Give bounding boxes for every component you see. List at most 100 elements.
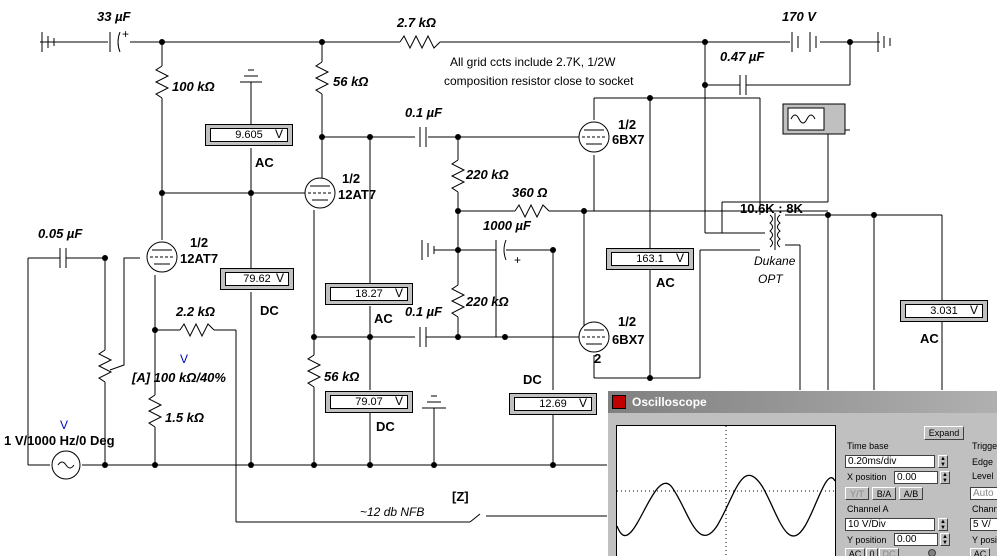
res-360-label: 360 Ω — [512, 185, 548, 200]
xpos-label: X position — [847, 472, 887, 482]
cap-0.1uF-top-label: 0.1 µF — [405, 105, 443, 120]
plus-sign-icon-2: + — [514, 253, 522, 267]
meter-7-mode: AC — [920, 331, 939, 346]
meter-4-unit: V — [394, 394, 403, 408]
tube-bot-name: 6BX7 — [612, 332, 645, 347]
voltmeter-7[interactable]: 3.031 V — [900, 300, 988, 322]
mode-ab-button[interactable]: A/B — [899, 487, 923, 500]
plus-sign-icon: + — [122, 27, 130, 41]
channel-a-label: Channel A — [847, 504, 889, 514]
voltmeter-6[interactable]: 12.69 V — [509, 393, 597, 415]
meter-2-display: 79.62 — [225, 272, 289, 286]
expand-button[interactable]: Expand — [924, 426, 964, 440]
meter-2-mode: DC — [260, 303, 279, 318]
meter-3-display: 18.27 — [330, 287, 408, 301]
tube-mid-half: 1/2 — [342, 171, 361, 186]
voltmeter-3[interactable]: 18.27 V — [325, 283, 413, 305]
ypos-field[interactable]: 0.00 — [894, 533, 938, 546]
cap-33uF-label: 33 µF — [97, 9, 131, 24]
meter-1-mode: AC — [255, 155, 274, 170]
res-220k-bot-label: 220 kΩ — [466, 294, 509, 309]
tube-top-name: 6BX7 — [612, 132, 645, 147]
voltmeter-5[interactable]: 163.1 V — [606, 248, 694, 270]
res-56k-bot-label: 56 kΩ — [324, 369, 360, 384]
tube-left-half: 1/2 — [190, 235, 209, 250]
oscilloscope-app-icon — [612, 395, 626, 409]
timebase-field[interactable]: 0.20ms/div — [845, 455, 935, 468]
level-label: Level — [972, 471, 994, 481]
tube-mid-name: 12AT7 — [338, 187, 377, 202]
auto-trigger-button[interactable]: Auto — [970, 487, 997, 500]
channel-a-spinner[interactable]: ▲▼ — [938, 518, 948, 531]
note-line2: composition resistor close to socket — [444, 74, 634, 88]
opt-ratio-label: 10.6K : 8K — [740, 201, 803, 216]
meter-4-mode: DC — [376, 419, 395, 434]
pot-mark: V — [180, 352, 189, 366]
nfb-label: ~12 db NFB — [360, 505, 425, 519]
channel-a-zero-button[interactable]: 0 — [866, 548, 878, 556]
res-1.5k-label: 1.5 kΩ — [165, 410, 205, 425]
tube-bot-pin: 2 — [594, 351, 602, 366]
tube-left-name: 12AT7 — [180, 251, 219, 266]
channel-b-scale-field[interactable]: 5 V/ — [970, 518, 997, 531]
tube-bot-half: 1/2 — [618, 314, 637, 329]
mode-ba-button[interactable]: B/A — [872, 487, 896, 500]
note-line1: All grid ccts include 2.7K, 1/2W — [450, 55, 616, 69]
oscilloscope-titlebar[interactable]: Oscilloscope — [608, 391, 997, 413]
source-mark: V — [60, 418, 69, 432]
cap-1000uF-label: 1000 µF — [483, 218, 531, 233]
channel-b-label: Chann — [972, 504, 997, 514]
oscilloscope-trace — [616, 426, 836, 556]
meter-3-mode: AC — [374, 311, 393, 326]
meter-5-mode: AC — [656, 275, 675, 290]
oscilloscope-screen — [616, 425, 836, 556]
voltmeter-2[interactable]: 79.62 V — [220, 268, 294, 290]
res-2.2k-label: 2.2 kΩ — [176, 304, 216, 319]
res-100k-label: 100 kΩ — [172, 79, 215, 94]
meter-3-unit: V — [394, 286, 403, 300]
res-2.7k-label: 2.7 kΩ — [397, 15, 437, 30]
meter-6-unit: V — [578, 396, 587, 410]
opt-name1: Dukane — [754, 254, 796, 268]
cap-0.47uF-label: 0.47 µF — [720, 49, 765, 64]
channel-a-scale-field[interactable]: 10 V/Div — [845, 518, 935, 531]
meter-7-unit: V — [969, 303, 978, 317]
voltmeter-1[interactable]: 9.605 V — [205, 124, 293, 146]
meter-6-display: 12.69 — [514, 397, 592, 411]
meter-7-display: 3.031 — [905, 304, 983, 318]
meter-6-mode: DC — [523, 372, 542, 387]
oscilloscope-window[interactable]: Oscilloscope Expand Time base 0.20ms/div… — [607, 390, 997, 556]
timebase-label: Time base — [847, 441, 889, 451]
pot-label: [A] 100 kΩ/40% — [132, 370, 226, 385]
res-220k-top-label: 220 kΩ — [466, 167, 509, 182]
tube-top-half: 1/2 — [618, 117, 637, 132]
channel-b-ypos-label: Y posi — [972, 535, 997, 545]
opt-name2: OPT — [758, 272, 783, 286]
meter-4-display: 79.07 — [330, 395, 408, 409]
meter-2-unit: V — [275, 271, 284, 285]
mode-yt-button[interactable]: Y/T — [845, 487, 869, 500]
meter-1-display: 9.605 — [210, 128, 288, 142]
meter-5-unit: V — [675, 251, 684, 265]
meter-5-display: 163.1 — [611, 252, 689, 266]
channel-a-ac-button[interactable]: AC — [845, 548, 865, 556]
channel-a-radio-icon[interactable] — [928, 549, 936, 556]
ypos-spinner[interactable]: ▲▼ — [940, 533, 950, 546]
ypos-label: Y position — [847, 535, 887, 545]
channel-a-dc-button[interactable]: DC — [879, 548, 899, 556]
source-label: 1 V/1000 Hz/0 Deg — [4, 433, 115, 448]
timebase-spinner[interactable]: ▲▼ — [938, 455, 948, 468]
trigger-label: Trigge — [972, 441, 997, 451]
voltmeter-4[interactable]: 79.07 V — [325, 391, 413, 413]
cap-0.1uF-bot-label: 0.1 µF — [405, 304, 443, 319]
supply-170v-label: 170 V — [782, 9, 816, 24]
xpos-field[interactable]: 0.00 — [894, 471, 938, 484]
meter-1-unit: V — [274, 127, 283, 141]
edge-label: Edge — [972, 457, 994, 467]
xpos-spinner[interactable]: ▲▼ — [940, 471, 950, 484]
oscilloscope-title: Oscilloscope — [632, 395, 707, 409]
nfb-switch-label: [Z] — [452, 489, 469, 504]
res-56k-top-label: 56 kΩ — [333, 74, 369, 89]
channel-b-ac-button[interactable]: AC — [970, 548, 990, 556]
